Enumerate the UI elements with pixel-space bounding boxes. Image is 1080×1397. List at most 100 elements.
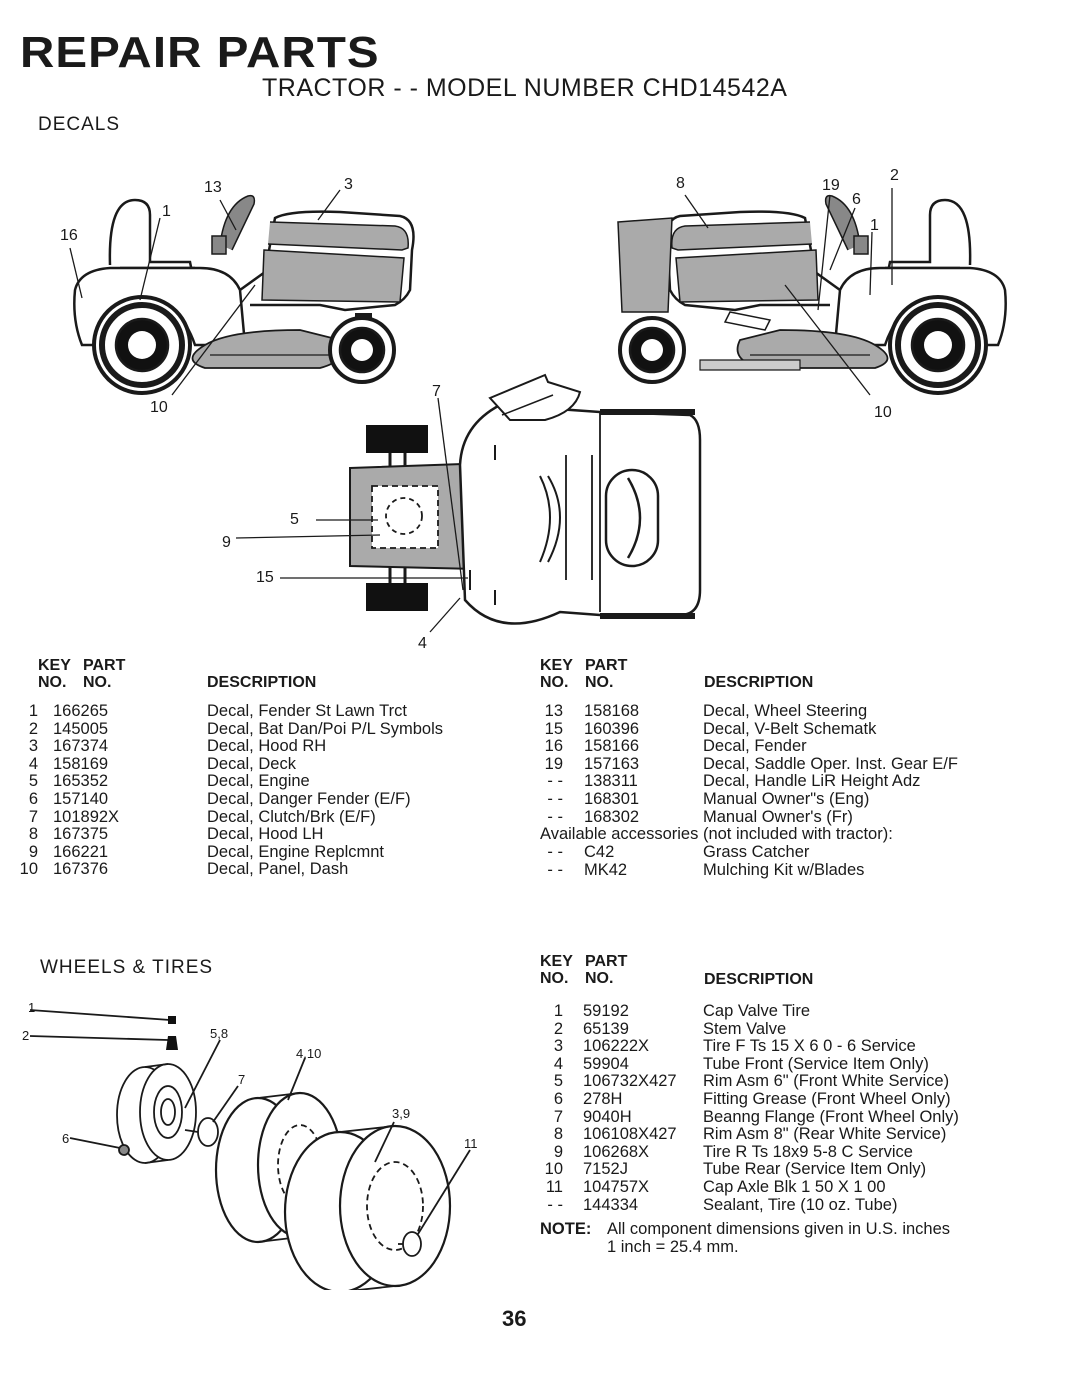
row-part-no: 167375 (53, 825, 109, 844)
callout-1: 1 (162, 203, 171, 220)
row-part-no: 278H (583, 1089, 623, 1108)
row-description: Decal, Bat Dan/Poi P/L Symbols (207, 719, 443, 738)
row-description: Decal, Clutch/Brk (E/F) (207, 807, 376, 826)
row-key: 5 (553, 1072, 563, 1091)
row-description: Tire R Ts 18x9 5-8 C Service (703, 1142, 913, 1161)
row-description: Decal, Panel, Dash (207, 860, 349, 879)
row-key: 16 (544, 737, 563, 756)
row-description: Manual Owner's (Fr) (703, 807, 853, 826)
row-key: 11 (545, 1177, 563, 1196)
note-label: NOTE: (540, 1220, 592, 1238)
table-row: 2 145005 Decal, Bat Dan/Poi P/L Symbols (28, 719, 498, 739)
callout-9: 9 (222, 534, 231, 551)
page-subtitle: TRACTOR - - MODEL NUMBER CHD14542A (262, 74, 788, 102)
row-part-no: 59192 (583, 1002, 629, 1020)
decals-left-desc-header: DESCRIPTION (207, 674, 317, 691)
wheel-callout-2: 2 (22, 1028, 29, 1043)
wheels-desc-header: DESCRIPTION (704, 971, 814, 988)
row-part-no: 157163 (584, 754, 640, 773)
row-key: 8 (553, 1125, 563, 1144)
row-description: Decal, Hood LH (207, 825, 324, 844)
wheels-part-header: PART NO. (585, 953, 628, 987)
row-part-no: 167374 (53, 737, 109, 756)
row-part-no: 158169 (53, 754, 109, 773)
row-key: - - (547, 1195, 563, 1214)
row-description: Cap Valve Tire (703, 1002, 810, 1020)
callout-4: 4 (418, 635, 427, 652)
row-part-no: 158168 (584, 702, 640, 720)
wheels-section-title: WHEELS & TIRES (40, 957, 214, 978)
decals-right-key-header: KEY NO. (540, 657, 573, 691)
callout-2: 2 (890, 167, 899, 184)
row-description: Sealant, Tire (10 oz. Tube) (703, 1195, 898, 1214)
row-description: Decal, Engine (207, 772, 310, 791)
row-key: - - (547, 789, 563, 808)
row-part-no: MK42 (584, 860, 628, 879)
row-description: Tube Rear (Service Item Only) (703, 1160, 927, 1179)
row-description: Rim Asm 8" (Rear White Service) (703, 1125, 947, 1144)
decals-section-title: DECALS (38, 114, 121, 135)
row-part-no: 158166 (584, 737, 640, 756)
left-tractor-drawing (73, 194, 415, 395)
row-key: - - (547, 860, 563, 879)
row-part-no: 106268X (583, 1142, 650, 1161)
wheels-diagram: 1 2 5,8 4,10 7 3,9 6 11 (22, 1000, 478, 1290)
row-part-no: 166265 (53, 702, 109, 720)
row-part-no: 101892X (53, 807, 120, 826)
row-key: 1 (28, 702, 38, 720)
note-line-2: 1 inch = 25.4 mm. (607, 1238, 739, 1256)
callout-19: 19 (822, 177, 840, 194)
wheel-callout-3-9: 3,9 (392, 1106, 410, 1121)
row-part-no: 145005 (53, 719, 109, 738)
row-key: 13 (544, 702, 563, 720)
row-key: 6 (28, 789, 38, 808)
callout-7: 7 (432, 383, 441, 400)
table-row: 16 158166 Decal, Fender (536, 738, 1066, 756)
row-description: Decal, Engine Replcmnt (207, 842, 385, 861)
row-description: Decal, Wheel Steering (703, 702, 868, 720)
row-part-no: C42 (584, 843, 615, 861)
note-line-1: All component dimensions given in U.S. i… (607, 1220, 951, 1238)
row-description: Decal, Handle LiR Height Adz (703, 772, 921, 791)
row-key: 7 (553, 1107, 563, 1126)
row-description: Stem Valve (703, 1019, 787, 1038)
row-key: 19 (544, 754, 563, 773)
page-title: REPAIR PARTS (20, 28, 380, 77)
row-description: Rim Asm 6" (Front White Service) (703, 1072, 950, 1091)
row-description: Decal, Fender (703, 737, 807, 756)
row-key: 10 (544, 1160, 563, 1179)
callout-13: 13 (204, 179, 222, 196)
row-key: 15 (544, 719, 563, 738)
row-key: - - (547, 772, 563, 791)
row-part-no: 166221 (53, 842, 109, 861)
row-part-no: 9040H (583, 1107, 632, 1126)
decals-right-part-header: PART NO. (585, 657, 628, 691)
callout-5: 5 (290, 511, 299, 528)
row-key: 2 (28, 719, 38, 738)
callout-1-right: 1 (870, 217, 879, 234)
callout-6: 6 (852, 191, 861, 208)
wheel-callout-1: 1 (28, 1000, 35, 1015)
wheel-callout-11: 11 (464, 1136, 478, 1151)
row-key: - - (547, 807, 563, 826)
row-description: Cap Axle Blk 1 50 X 1 00 (703, 1177, 886, 1196)
page-number: 36 (502, 1306, 527, 1331)
row-part-no: 65139 (583, 1019, 629, 1038)
row-description: Grass Catcher (703, 843, 810, 861)
